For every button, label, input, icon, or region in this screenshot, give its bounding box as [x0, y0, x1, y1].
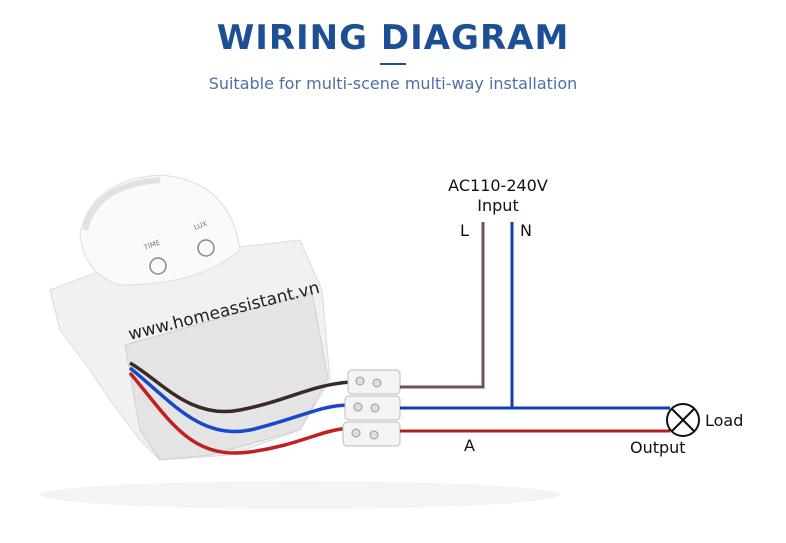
input-label: Input: [477, 196, 519, 215]
time-knob-icon: [149, 257, 167, 275]
live-wire: [400, 222, 485, 389]
title-underline: [380, 63, 406, 65]
load-label: Load: [705, 411, 744, 430]
input-voltage-label: AC110-240V: [448, 176, 548, 195]
neutral-label: N: [520, 221, 532, 240]
live-label: L: [460, 221, 469, 240]
page-subtitle: Suitable for multi-scene multi-way insta…: [208, 74, 578, 93]
terminal-a-label: A: [464, 436, 475, 455]
terminal-block: [342, 369, 401, 447]
pir-sensor-image: TIME LUX www.homeassistant.vn: [40, 174, 560, 509]
page-title: WIRING DIAGRAM: [216, 18, 570, 58]
lux-knob-icon: [197, 239, 215, 257]
output-label: Output: [630, 438, 686, 457]
lamp-load-icon: [666, 403, 700, 437]
